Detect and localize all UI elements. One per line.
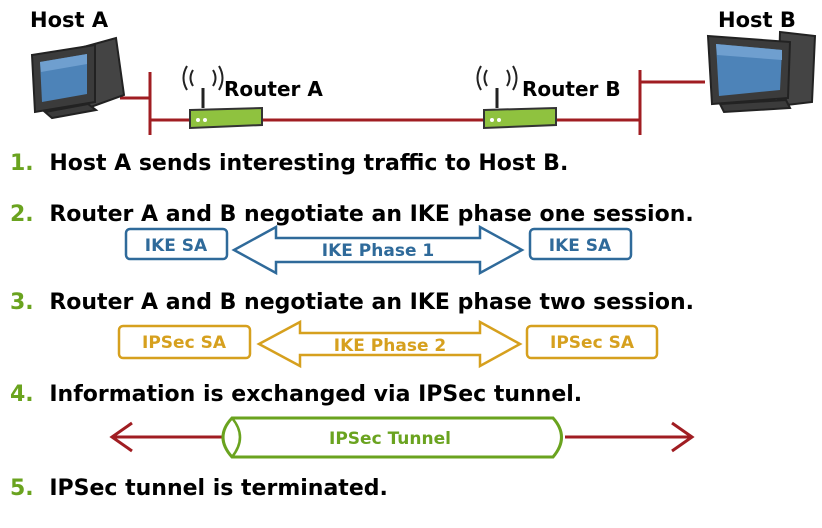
host-b-computer-icon — [706, 30, 817, 114]
network-links — [120, 70, 705, 135]
phase-1-double-arrow — [231, 224, 525, 276]
step-3-text: Router A and B negotiate an IKE phase tw… — [49, 290, 694, 315]
tunnel-pipe-inner-curve — [231, 417, 242, 458]
step-5-number: 5. — [10, 476, 34, 501]
router-a-label: Router A — [224, 77, 323, 101]
tunnel-arrow-left-head — [109, 421, 133, 453]
step-2: 2. Router A and B negotiate an IKE phase… — [10, 202, 694, 227]
phase-1-left-sa-label: IKE SA — [145, 236, 208, 256]
step-1-text: Host A sends interesting traffic to Host… — [49, 151, 568, 176]
host-a-label: Host A — [30, 8, 109, 32]
phase-1-left-sa-box — [124, 227, 229, 261]
tunnel-arrow-right-head — [671, 421, 695, 453]
phase-2-right-sa-label: IPSec SA — [550, 333, 635, 353]
phase-2-left-sa-label: IPSec SA — [142, 333, 227, 353]
phase-1-arrow-label: IKE Phase 1 — [322, 241, 434, 261]
phase-2-row: IPSec SA IKE Phase 2 IPSec SA — [117, 319, 659, 369]
router-b-label: Router B — [522, 77, 621, 101]
phase-1-row: IKE SA IKE Phase 1 IKE SA — [124, 224, 633, 276]
step-4-number: 4. — [10, 382, 34, 407]
phase-2-left-sa-box — [117, 324, 252, 360]
step-3: 3. Router A and B negotiate an IKE phase… — [10, 290, 694, 315]
ipsec-tunnel-pipe — [221, 416, 563, 459]
step-3-number: 3. — [10, 290, 34, 315]
step-5-text: IPSec tunnel is terminated. — [49, 476, 388, 501]
step-1-number: 1. — [10, 151, 34, 176]
phase-2-right-sa-box — [525, 324, 659, 360]
host-a-computer-icon — [30, 36, 126, 120]
phase-2-arrow-label: IKE Phase 2 — [334, 336, 446, 356]
host-b-label: Host B — [718, 8, 796, 32]
step-4-text: Information is exchanged via IPSec tunne… — [49, 382, 582, 407]
router-a-icon — [182, 65, 263, 130]
phase-2-double-arrow — [256, 319, 523, 369]
step-4: 4. Information is exchanged via IPSec tu… — [10, 382, 582, 407]
phase-1-right-sa-box — [528, 227, 633, 261]
tunnel-row: IPSec Tunnel — [109, 416, 695, 459]
router-b-icon — [476, 65, 557, 130]
step-2-number: 2. — [10, 202, 34, 227]
step-2-text: Router A and B negotiate an IKE phase on… — [49, 202, 693, 227]
tunnel-label: IPSec Tunnel — [329, 429, 451, 449]
phase-1-right-sa-label: IKE SA — [549, 236, 612, 256]
step-5: 5. IPSec tunnel is terminated. — [10, 476, 388, 501]
step-1: 1. Host A sends interesting traffic to H… — [10, 151, 568, 176]
